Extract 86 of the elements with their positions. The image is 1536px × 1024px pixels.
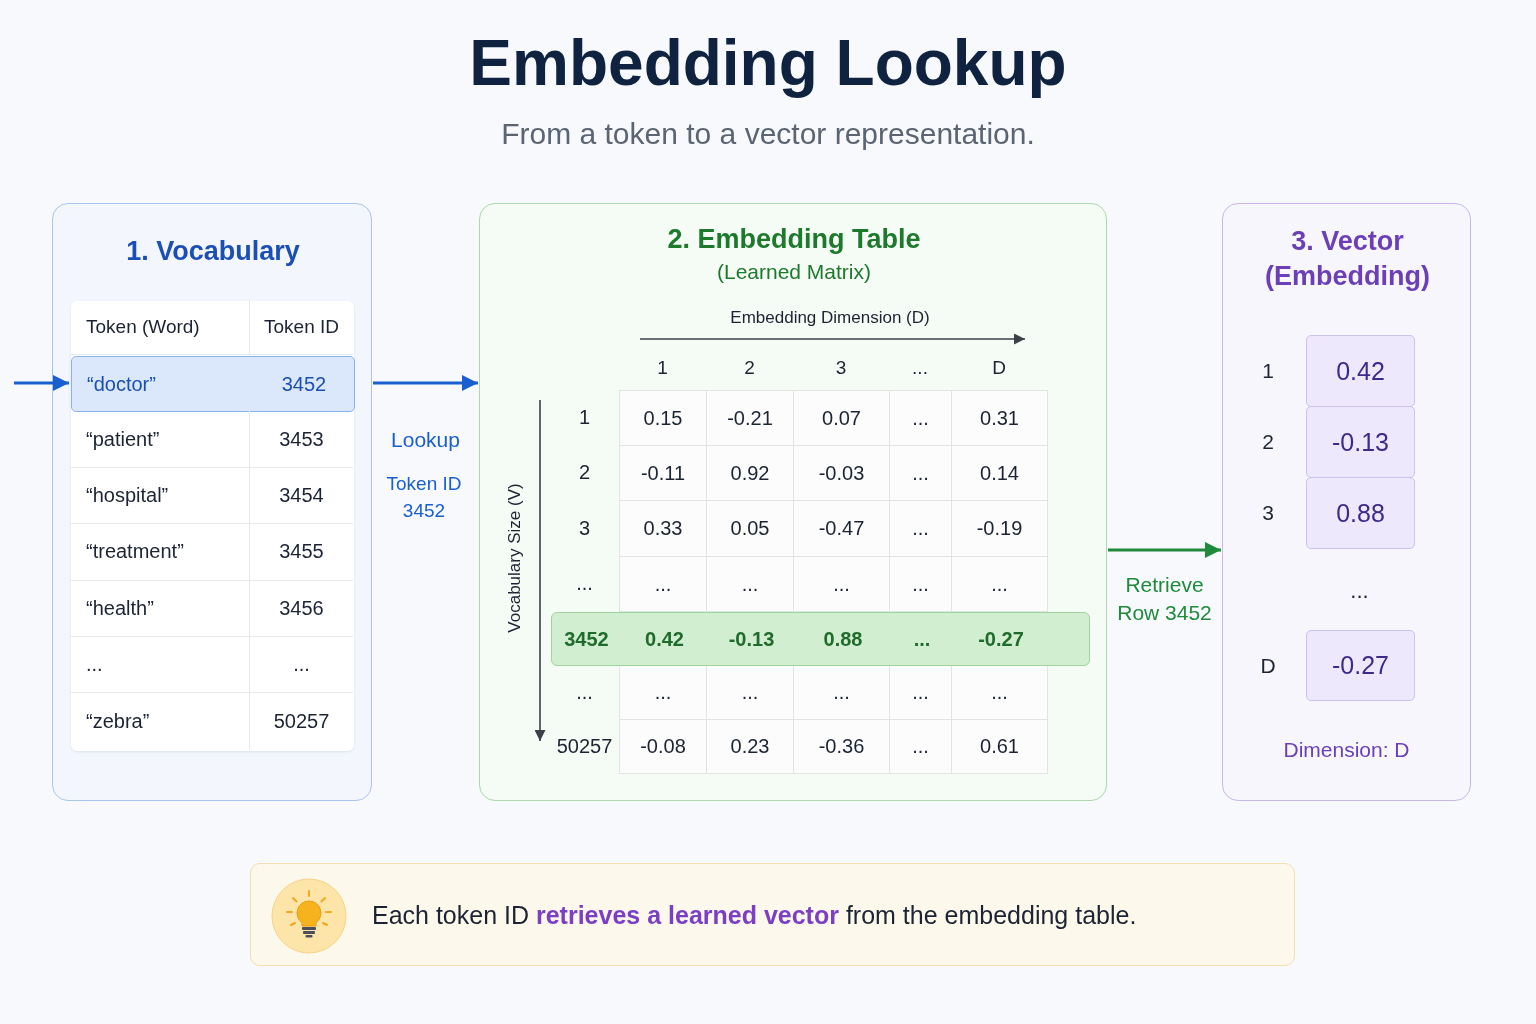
table-cell: 3453 — [250, 411, 353, 468]
table-cell: ... — [889, 445, 952, 501]
column-header: 3 — [834, 356, 848, 380]
table-cell: -0.47 — [793, 500, 890, 557]
table-cell: -0.08 — [619, 719, 707, 774]
table-cell: 0.07 — [793, 390, 890, 446]
table-cell: ... — [889, 556, 952, 612]
column-header: 2 — [743, 356, 756, 380]
table-cell: ... — [889, 665, 952, 720]
row-index: 3 — [577, 515, 592, 541]
table-cell: ... — [889, 500, 952, 557]
table-cell: 3454 — [250, 467, 353, 525]
value-box: -0.13 — [1306, 406, 1415, 478]
arrow — [1108, 542, 1221, 558]
table-cell: ... — [889, 719, 952, 774]
panel-subtitle: (Learned Matrix) — [715, 259, 873, 285]
panel-title: 1. Vocabulary — [125, 235, 301, 268]
column-header: 1 — [656, 356, 669, 380]
table-cell: ... — [706, 556, 794, 612]
value-box: 0.42 — [1306, 335, 1415, 407]
table-cell: “zebra” — [70, 693, 250, 750]
table-cell: 0.14 — [951, 445, 1048, 501]
column-header: D — [991, 356, 1007, 380]
row-index: 3452 — [563, 626, 610, 652]
row-index: 1 — [577, 405, 592, 430]
column-header: Token ID — [250, 300, 353, 355]
table-cell: -0.11 — [619, 445, 707, 501]
table-cell: -0.19 — [951, 500, 1048, 557]
embedding-value: 0.88 — [822, 626, 864, 652]
table-cell-text: 50257 — [272, 709, 331, 735]
panel-title: 3. Vector (Embedding) — [1264, 225, 1431, 293]
value-box: -0.27 — [1306, 630, 1415, 701]
table-cell: 0.92 — [706, 445, 794, 501]
embedding-value: ... — [912, 626, 932, 652]
table-cell: 0.23 — [706, 719, 794, 774]
arrow — [373, 375, 478, 391]
table-cell: -0.21 — [706, 390, 794, 446]
row-index: 2 — [577, 460, 592, 485]
title: Embedding Lookup — [468, 26, 1068, 101]
embedding-value: -0.27 — [977, 626, 1025, 652]
table-cell: ... — [951, 556, 1048, 612]
embedding-value: 0.42 — [644, 626, 685, 652]
dimension-index: 3 — [1261, 500, 1275, 526]
note-text: Each token ID retrieves a learned vector from the embedding table. — [372, 900, 1137, 931]
table-cell: 0.61 — [951, 719, 1048, 774]
table-cell: 3455 — [250, 524, 353, 581]
dimension-index: 2 — [1261, 429, 1275, 455]
token-word: “doctor” — [86, 371, 157, 397]
arrow-note: Token ID 3452 — [385, 472, 463, 523]
table-cell: ... — [951, 665, 1048, 720]
table-cell: 0.31 — [951, 390, 1048, 446]
table-cell: ... — [889, 390, 952, 446]
column-header: Token (Word) — [70, 300, 250, 355]
table-cell: ... — [706, 665, 794, 720]
panel-title: 2. Embedding Table — [666, 223, 922, 256]
dimension-note: Dimension: D — [1282, 737, 1411, 763]
row-index: 50257 — [555, 733, 614, 759]
token-id: 3452 — [280, 371, 328, 397]
table-cell: “treatment” — [70, 524, 250, 581]
table-cell: ... — [619, 556, 707, 612]
axis-label: Embedding Dimension (D) — [729, 307, 931, 329]
row-index: ... — [575, 571, 594, 596]
table-cell: “hospital” — [70, 467, 250, 525]
table-cell: 0.15 — [619, 390, 707, 446]
table-cell: -0.36 — [793, 719, 890, 774]
table-cell: ... — [250, 637, 353, 694]
dimension-index: 1 — [1261, 358, 1275, 384]
subtitle: From a token to a vector representation. — [500, 116, 1036, 152]
table-cell: -0.03 — [793, 445, 890, 501]
embedding-value: -0.13 — [727, 626, 776, 652]
table-cell: ... — [793, 556, 890, 612]
table-cell: ... — [793, 665, 890, 720]
table-cell: “health” — [70, 580, 250, 637]
row-index: ... — [575, 679, 594, 705]
table-cell: 0.05 — [706, 500, 794, 557]
table-cell: 0.33 — [619, 500, 707, 557]
table-cell: ... — [619, 665, 707, 720]
axis-label: Vocabulary Size (V) — [504, 482, 525, 635]
arrow — [14, 375, 69, 391]
table-cell: 3456 — [250, 580, 353, 637]
table-cell: ... — [70, 637, 250, 694]
dimension-index: D — [1259, 652, 1277, 679]
table-cell: “patient” — [70, 411, 250, 468]
value-box: 0.88 — [1306, 477, 1415, 549]
column-header: ... — [911, 356, 929, 380]
ellipsis: ... — [1349, 577, 1370, 605]
